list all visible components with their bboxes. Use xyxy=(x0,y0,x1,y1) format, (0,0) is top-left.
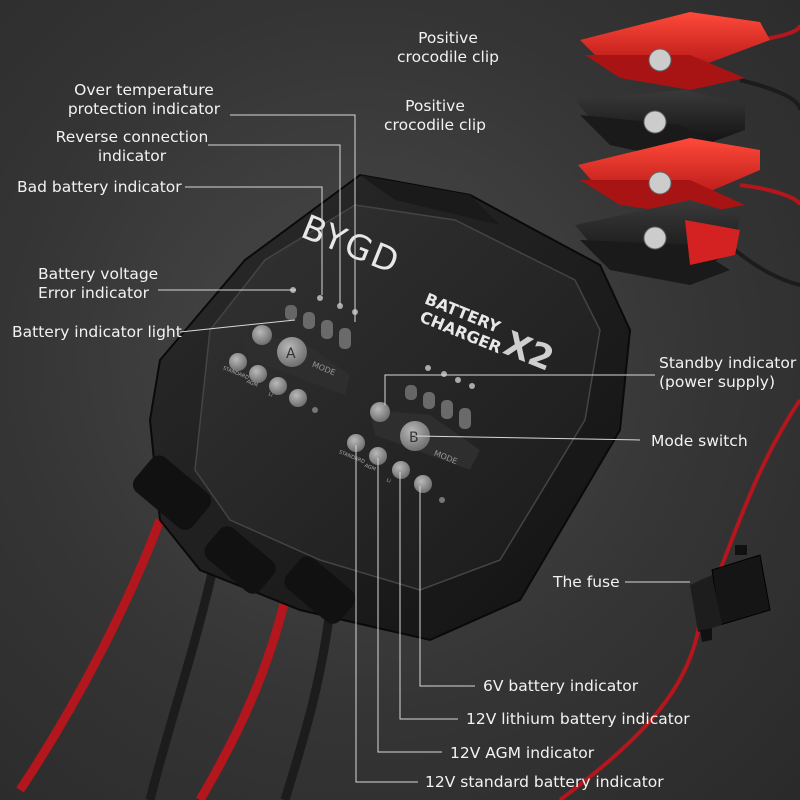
callout-voltage-error-line2: Error indicator xyxy=(38,284,149,302)
leader-standby xyxy=(384,374,655,405)
crocodile-clip-red-bottom xyxy=(578,138,760,215)
leader-six-v xyxy=(419,486,475,687)
callout-standard-line1: 12V standard battery indicator xyxy=(425,773,664,791)
callout-fuse: The fuse xyxy=(553,573,620,592)
callout-mode-switch-line1: Mode switch xyxy=(651,432,748,450)
callout-six-v-line1: 6V battery indicator xyxy=(483,677,639,695)
callout-battery-light: Battery indicator light xyxy=(12,323,182,342)
cable-strain-relief xyxy=(132,455,356,624)
fuse-cable xyxy=(558,398,800,800)
callout-over-temp: Over temperature protection indicator xyxy=(64,81,224,119)
mode-leds-b xyxy=(347,434,445,503)
crocodile-clip-black-bottom xyxy=(575,200,740,285)
callout-reverse-conn-line1: Reverse connection xyxy=(55,128,209,146)
leader-standard xyxy=(355,445,418,783)
leader-agm xyxy=(377,458,442,753)
callout-agm-line1: 12V AGM indicator xyxy=(450,744,595,762)
callout-standby-line2: (power supply) xyxy=(659,373,775,391)
leader-lines xyxy=(158,114,690,783)
battery-leds-b xyxy=(405,385,471,429)
channel-a-panel: A MODE STANDARD AGM Li xyxy=(222,287,358,413)
leader-bad-battery xyxy=(185,186,323,295)
callout-fuse-line1: The fuse xyxy=(553,573,620,591)
callout-lithium: 12V lithium battery indicator xyxy=(466,710,690,729)
callout-voltage-error-line1: Battery voltage xyxy=(38,265,159,283)
mode-button-a[interactable] xyxy=(277,337,307,367)
charger-body xyxy=(132,173,632,642)
crocodile-clip-red-top xyxy=(580,12,770,90)
callout-standby-line1: Standby indicator xyxy=(659,354,797,372)
battery-leds-a xyxy=(285,305,351,349)
mode-button-b-label: B xyxy=(409,430,419,446)
callout-positive-clip-1-line2: crocodile clip xyxy=(397,48,499,66)
mode-leds-a xyxy=(229,353,318,413)
callout-over-temp-line1: Over temperature xyxy=(74,81,214,99)
callout-agm: 12V AGM indicator xyxy=(450,744,594,763)
leader-battery-light xyxy=(179,319,296,333)
callout-over-temp-line2: protection indicator xyxy=(67,100,221,118)
leader-lithium xyxy=(399,472,458,720)
mode-label-li-a: Li xyxy=(267,392,273,399)
callout-mode-switch: Mode switch xyxy=(651,432,748,451)
channel-b-panel: B MODE STANDARD AGM Li xyxy=(338,365,480,503)
callout-reverse-conn: Reverse connection indicator xyxy=(52,128,212,166)
callout-positive-clip-1: Positive crocodile clip xyxy=(388,29,508,67)
standby-led-a xyxy=(252,325,272,345)
callout-standby: Standby indicator (power supply) xyxy=(659,354,796,392)
callout-lithium-line1: 12V lithium battery indicator xyxy=(466,710,690,728)
callout-positive-clip-2-line2: crocodile clip xyxy=(384,116,486,134)
callout-reverse-conn-line2: indicator xyxy=(97,147,167,165)
leader-reverse-conn xyxy=(208,144,341,305)
callout-bad-battery: Bad battery indicator xyxy=(17,178,182,197)
output-cables xyxy=(16,518,335,800)
mode-label-agm-b: AGM xyxy=(364,463,377,473)
callout-voltage-error: Battery voltage Error indicator xyxy=(38,265,158,303)
standby-led-b xyxy=(370,402,390,422)
callout-six-v: 6V battery indicator xyxy=(483,677,638,696)
callout-bad-battery-line1: Bad battery indicator xyxy=(17,178,182,196)
callout-standard: 12V standard battery indicator xyxy=(425,773,664,792)
leader-mode-switch xyxy=(414,435,641,441)
callout-positive-clip-2: Positive crocodile clip xyxy=(375,97,495,135)
leader-over-temp xyxy=(230,114,356,322)
mode-button-a-label: A xyxy=(286,346,296,362)
callout-positive-clip-2-line1: Positive xyxy=(405,97,465,115)
callout-battery-light-line1: Battery indicator light xyxy=(12,323,182,341)
callout-positive-clip-1-line1: Positive xyxy=(418,29,478,47)
mode-label-agm-a: AGM xyxy=(246,379,259,389)
mode-label-li-b: Li xyxy=(385,478,391,485)
fuse-holder xyxy=(690,545,771,642)
